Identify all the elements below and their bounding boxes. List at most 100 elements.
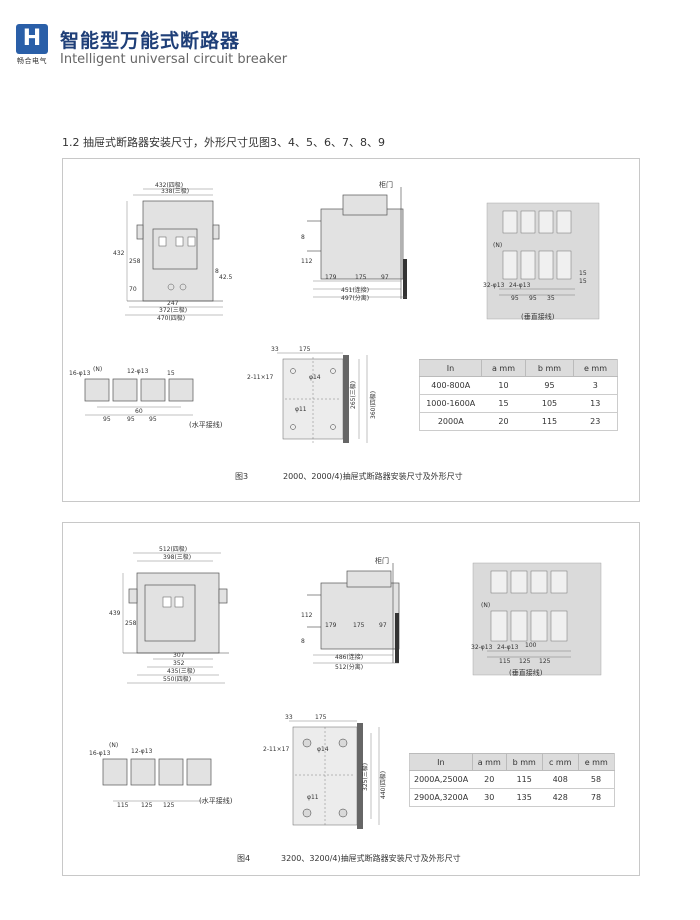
dim-label: 32-φ13: [471, 644, 493, 651]
dim-label: 97: [381, 274, 389, 281]
dim-label: 15: [167, 370, 175, 377]
dim-label: 179: [325, 622, 337, 629]
dim-label: 12-φ13: [131, 748, 153, 755]
dim-label: 2-11×17: [247, 374, 273, 381]
dim-label: 247: [167, 300, 179, 307]
dim-label: 432: [113, 250, 125, 257]
dim-label: 175: [353, 622, 365, 629]
figure-caption: 3200、3200/4)抽屉式断路器安装尺寸及外形尺寸: [281, 854, 461, 863]
dim-label: 125: [141, 802, 153, 809]
table-cell: 10: [481, 376, 526, 395]
horizontal-wiring-label: (水平接线): [189, 420, 223, 429]
dim-label: 95: [529, 295, 537, 302]
dim-label: 258: [125, 620, 137, 627]
table-header: In: [409, 753, 473, 771]
dim-label: (N): [481, 602, 490, 609]
table-header: a mm: [481, 359, 526, 377]
page-header: H 畅合电气 智能型万能式断路器 Intelligent universal c…: [12, 22, 692, 72]
figure-4-drawing: 512(四极) 398(三极) 439 258 307 352 435(三极) …: [89, 545, 602, 829]
dim-label: φ14: [309, 374, 321, 381]
table-cell: 20: [472, 770, 507, 789]
table-header: a mm: [471, 753, 507, 771]
table-row: 2900A,3200A 30 135 428 78: [409, 788, 615, 807]
dim-label: 16-φ13: [69, 370, 91, 377]
table-header: e mm: [577, 753, 615, 771]
dim-label: 16-φ13: [89, 750, 111, 757]
dim-label: 70: [129, 286, 137, 293]
table-cell: 135: [506, 788, 543, 807]
company-logo: H 畅合电气: [12, 22, 52, 70]
side-view: [307, 187, 407, 299]
dim-label: 432(四极): [155, 181, 183, 189]
table-row: 1000-1600A 15 105 13: [419, 394, 618, 413]
dim-label: 398(三极): [163, 553, 191, 561]
table-cell: 2900A,3200A: [409, 788, 473, 807]
table-cell: 3: [573, 376, 618, 395]
figure-3-drawing: 432(四极) 338(三极) 432 258 70 8 42.5 247 37…: [69, 180, 600, 443]
dim-label: 15: [579, 278, 587, 285]
front-view: [122, 552, 229, 684]
table-cell: 95: [525, 376, 574, 395]
dim-label: 60: [135, 408, 143, 415]
dim-label: 24-φ13: [509, 282, 531, 289]
dim-label: 95: [149, 416, 157, 423]
dim-label: 451(连接): [341, 286, 369, 294]
dim-label: 8: [301, 638, 305, 645]
dim-label: 512(分离): [335, 663, 363, 671]
table-cell: 20: [481, 412, 526, 431]
dim-label: φ14: [317, 746, 329, 753]
spec-table-fig4: In a mm b mm c mm e mm 2000A,2500A 20 11…: [409, 753, 615, 807]
horizontal-wiring-label: (水平接线): [199, 796, 233, 805]
dim-label: 175: [299, 346, 311, 353]
dim-label: 435(三极): [167, 667, 195, 675]
dim-label: 95: [127, 416, 135, 423]
dim-label: 42.5: [219, 274, 233, 281]
dim-label: 372(三极): [159, 306, 187, 314]
dim-label: 95: [103, 416, 111, 423]
table-cell: 408: [542, 770, 579, 789]
table-cell: 115: [506, 770, 543, 789]
dim-label: 125: [519, 658, 531, 665]
section-title: 1.2 抽屉式断路器安装尺寸，外形尺寸见图3、4、5、6、7、8、9: [62, 136, 385, 149]
table-cell: 13: [573, 394, 618, 413]
table-header: b mm: [505, 753, 543, 771]
vertical-wiring-view: [486, 202, 600, 320]
side-body: [320, 582, 400, 650]
dim-label: 512(四极): [159, 545, 187, 553]
dim-label: 265(三极): [349, 381, 357, 409]
dim-label: 12-φ13: [127, 368, 149, 375]
dim-label: 2-11×17: [263, 746, 289, 753]
dim-label: 497(分离): [341, 294, 369, 302]
logo-letter: H: [22, 26, 42, 51]
dim-label: 360(四极): [369, 391, 377, 419]
front-view: [125, 188, 223, 316]
dim-label: 470(四极): [157, 314, 185, 322]
vertical-wiring-label: (垂直接线): [521, 312, 555, 321]
dim-label: 112: [301, 258, 313, 265]
logo-mark: H: [16, 24, 48, 54]
figure-caption: 2000、2000/4)抽屉式断路器安装尺寸及外形尺寸: [283, 472, 463, 481]
horizontal-wiring-view: [84, 378, 194, 416]
dim-label: 125: [539, 658, 551, 665]
table-cell: 58: [578, 770, 615, 789]
table-cell: 428: [542, 788, 579, 807]
dim-label: 33: [285, 714, 293, 721]
dim-label: 486(连接): [335, 653, 363, 661]
hole-layout-view: [277, 352, 368, 443]
dim-label: φ11: [307, 794, 319, 801]
dim-label: 24-φ13: [497, 644, 519, 651]
vertical-wiring-view: [472, 562, 602, 676]
table-cell: 115: [525, 412, 574, 431]
table-cell: 30: [472, 788, 507, 807]
logo-text: 畅合电气: [17, 57, 47, 65]
dim-label: 439: [109, 610, 121, 617]
table-cell: 23: [573, 412, 618, 431]
table-cell: 105: [525, 394, 574, 413]
table-header: In: [419, 359, 482, 377]
horizontal-wiring-view: [102, 758, 212, 802]
vertical-wiring-label: (垂直接线): [509, 668, 543, 677]
dim-label: 112: [301, 612, 313, 619]
dim-label: 352: [173, 660, 185, 667]
dim-label: (N): [493, 242, 502, 249]
dim-label: 325(三极): [361, 763, 369, 791]
